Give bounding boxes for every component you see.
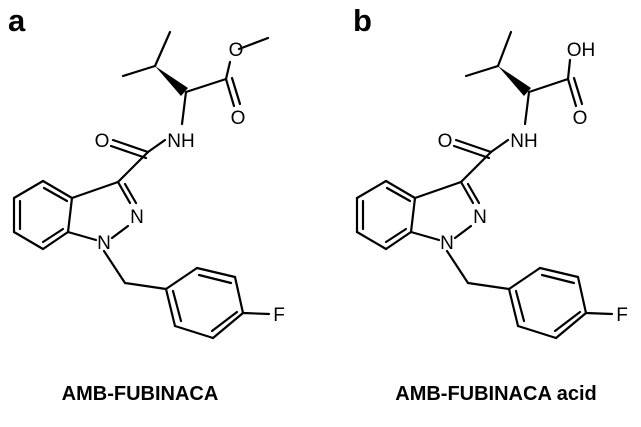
panel-b-letter: b	[353, 3, 372, 38]
panel-a: a	[8, 3, 285, 405]
panel-b-bonds	[355, 30, 614, 340]
atom-f: F	[616, 305, 628, 326]
compound-name-a: AMB-FUBINACA	[62, 383, 219, 405]
atom-n1: N	[440, 233, 454, 254]
compound-name-b: AMB-FUBINACA acid	[395, 383, 596, 405]
atom-o-carbonyl: O	[573, 108, 588, 129]
atom-nh: NH	[167, 131, 194, 152]
panel-a-letter: a	[8, 3, 26, 38]
atom-oh: OH	[567, 40, 596, 61]
atom-f: F	[273, 305, 285, 326]
atom-n1: N	[97, 233, 111, 254]
atom-n2: N	[130, 207, 144, 228]
wedge-bond	[498, 66, 531, 96]
atom-o-ester: O	[229, 40, 244, 61]
atom-o-carbonyl: O	[231, 108, 246, 129]
panel-b: b	[353, 3, 628, 405]
panel-a-bonds	[12, 30, 271, 340]
wedge-bond	[155, 66, 188, 96]
atom-o-amide: O	[95, 131, 110, 152]
atom-n2: N	[473, 207, 487, 228]
atom-nh: NH	[510, 131, 537, 152]
atom-o-amide: O	[438, 131, 453, 152]
